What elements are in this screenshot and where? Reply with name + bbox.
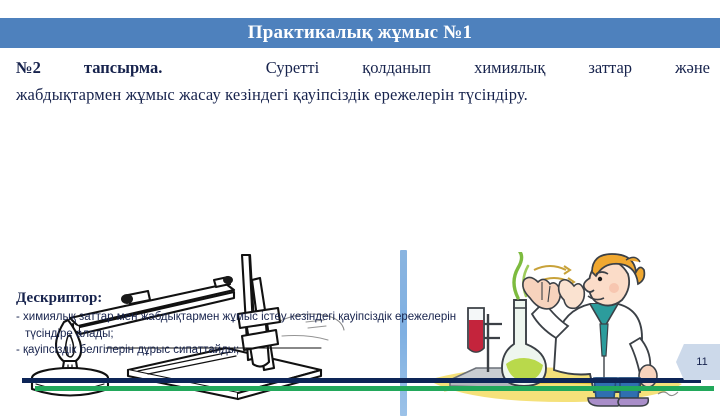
task-number-label: №2	[16, 58, 41, 77]
task-word-2: қолданып	[362, 58, 431, 77]
descriptor-block: Дескриптор: - химиялық заттар мен жабдық…	[16, 288, 576, 359]
footer-bar-navy	[22, 378, 701, 383]
task-word-1: Суретті	[265, 58, 320, 77]
illustration-row	[0, 124, 720, 416]
task-paragraph: №2 тапсырма. Суретті қолданып химиялық з…	[16, 54, 710, 108]
page-number-label: 11	[696, 356, 708, 368]
task-word-4: заттар	[588, 58, 633, 77]
task-line-1: №2 тапсырма. Суретті қолданып химиялық з…	[16, 54, 710, 81]
task-word-5: және	[675, 58, 710, 77]
page-title: Практикалық жұмыс №1	[247, 22, 473, 43]
illustration-divider	[400, 250, 407, 416]
descriptor-heading: Дескриптор:	[16, 290, 103, 306]
task-line-2: жабдықтармен жұмыс жасау кезіндегі қауіп…	[16, 85, 528, 104]
page-number-badge: 11	[676, 344, 720, 380]
descriptor-line-3: - қауіпсіздік белгілерін дұрыс сипаттайд…	[16, 344, 240, 356]
task-word-label: тапсырма.	[83, 58, 163, 77]
footer-bar-green	[35, 386, 714, 391]
descriptor-line-2: түсіндіре алады;	[25, 327, 114, 340]
slide-title-bar: Практикалық жұмыс №1	[0, 18, 720, 48]
task-word-3: химиялық	[474, 58, 546, 77]
slide-canvas: Практикалық жұмыс №1 №2 тапсырма. Суретт…	[0, 18, 720, 416]
descriptor-line-1: - химиялық заттар мен жабдықтармен жұмыс…	[16, 311, 457, 323]
